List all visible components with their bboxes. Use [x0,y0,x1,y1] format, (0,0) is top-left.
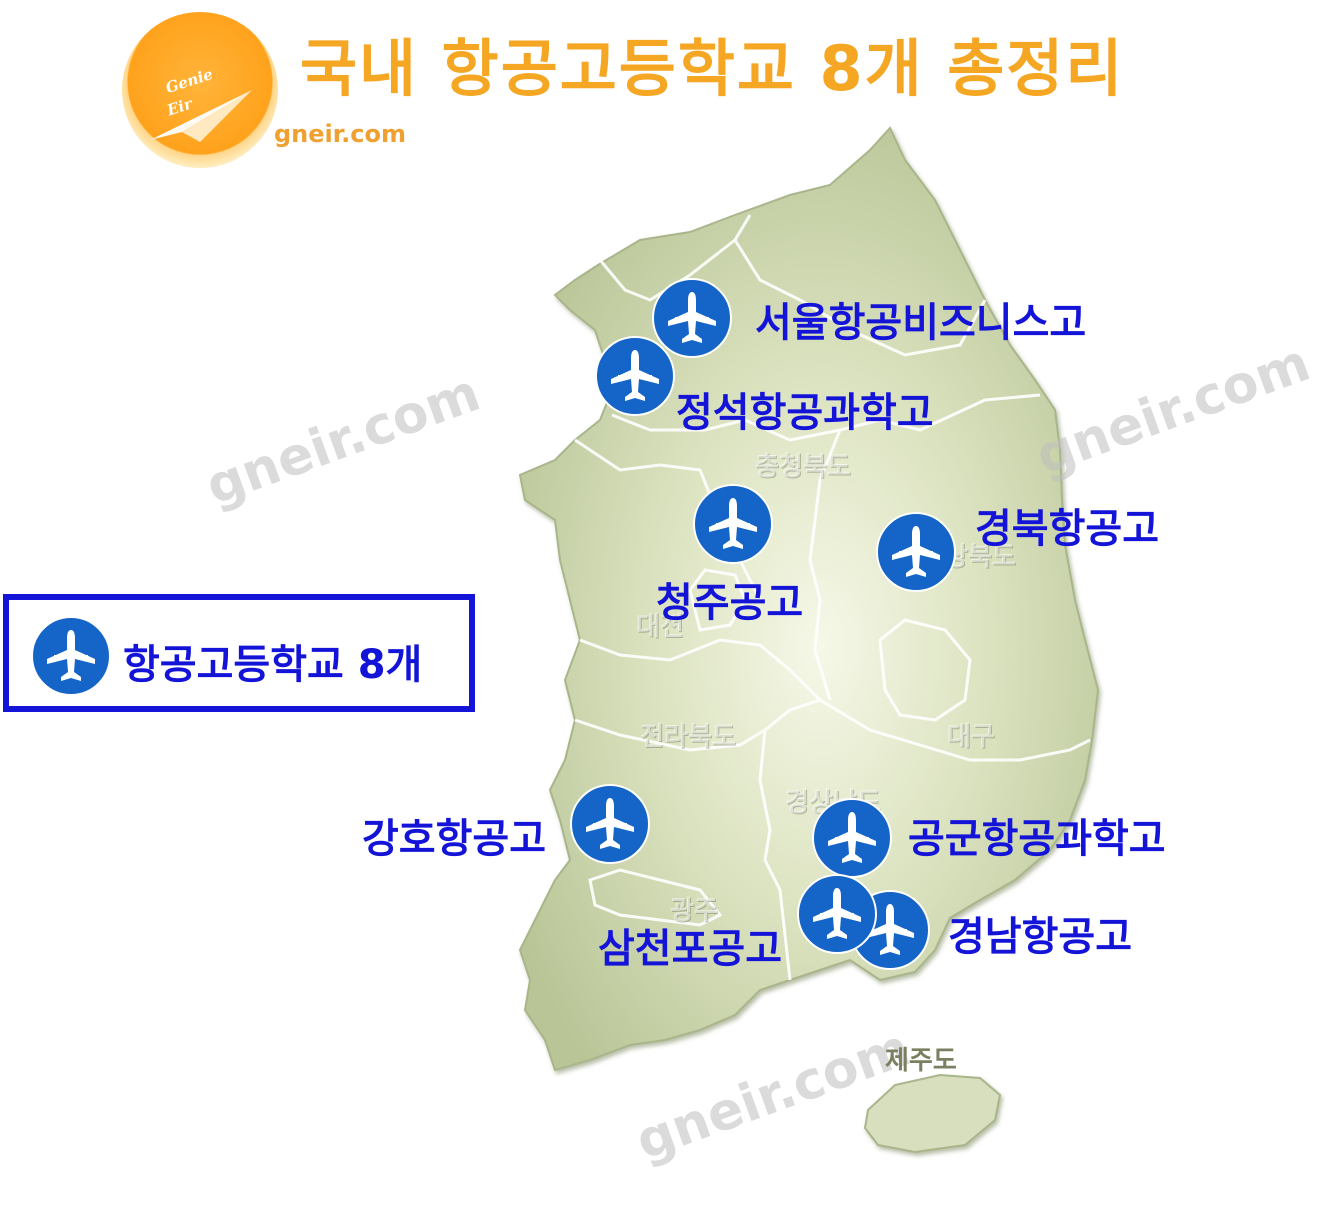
airplane-icon [47,630,95,681]
airplane-icon [828,812,876,863]
airplane-icon [611,350,659,401]
region-label-daegu: 대구 [947,722,995,752]
school-marker-seoul [652,278,732,358]
school-label-seoul: 서울항공비즈니스고 [755,300,1087,346]
school-label-samcheonpo: 삼천포공고 [598,926,782,972]
region-label-daejeon: 대전 [636,612,684,642]
school-label-cheongju: 청주공고 [656,580,804,626]
school-marker-gyeongbuk [876,512,956,592]
site-url: gneir.com [274,120,407,148]
paper-plane-icon [150,90,252,142]
legend-label: 항공고등학교 8개 [123,642,423,688]
school-marker-jeongseok [595,336,675,416]
school-label-gyeongbuk: 경북항공고 [975,506,1159,552]
page-title: 국내 항공고등학교 8개 총정리 [300,32,1125,105]
school-label-airforce: 공군항공과학고 [908,816,1166,862]
region-label-chungbuk: 충청북도 [755,452,851,482]
school-marker-kangho [570,784,650,864]
school-label-gyeongnam: 경남항공고 [948,914,1132,960]
airplane-icon [813,888,861,939]
airplane-icon [866,904,914,955]
airplane-icon [586,798,634,849]
school-label-kangho: 강호항공고 [362,816,546,862]
region-label-jeonbuk: 전라북도 [640,722,736,752]
region-label-gwangju: 광주 [670,896,718,926]
airplane-icon [709,498,757,549]
airplane-icon [668,292,716,343]
school-marker-airforce [812,798,892,878]
school-marker-samcheonpo [797,874,877,954]
legend-marker [31,616,111,696]
legend-box: 항공고등학교 8개 [3,594,475,712]
airplane-icon [892,526,940,577]
province-boundaries [574,214,1091,981]
region-label-jeju: 제주도 [885,1046,957,1076]
jeju-island-shape [863,1073,1002,1154]
genie-eir-logo: Genie Eir [122,12,278,168]
school-marker-cheongju [693,484,773,564]
school-label-jeongseok: 정석항공과학고 [676,390,934,436]
